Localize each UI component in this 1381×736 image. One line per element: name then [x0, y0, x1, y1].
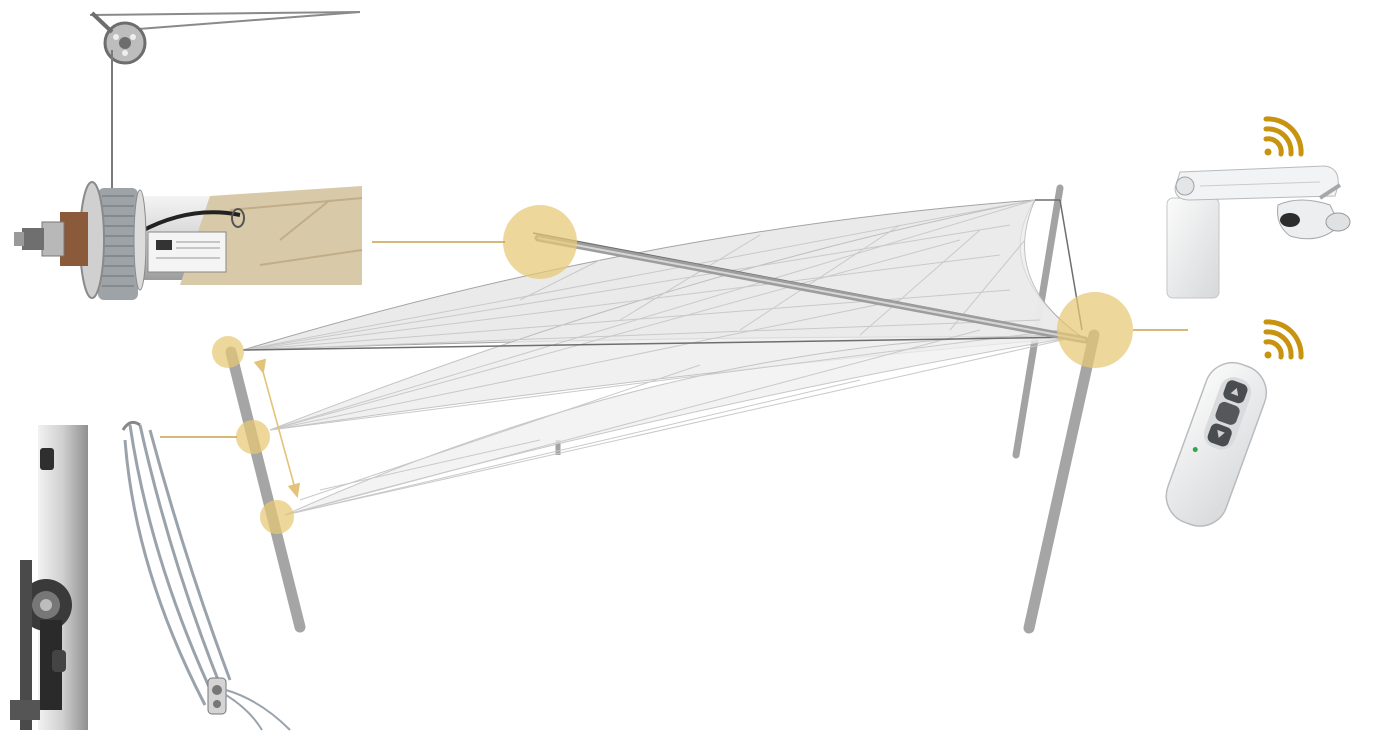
front-left-pole — [231, 352, 300, 627]
highlight-right-pole-top — [1057, 292, 1133, 368]
wireless-signal-icon-sensor — [1265, 119, 1302, 156]
handheld-remote-control — [1158, 322, 1301, 534]
highlight-left-pole-top — [212, 336, 244, 368]
wireless-signal-icon-remote — [1265, 322, 1302, 359]
mast-rope-winch-photo — [10, 422, 290, 730]
tube-motor-winch-photo — [14, 12, 362, 300]
wind-sun-sensor-device — [1167, 119, 1350, 298]
highlight-left-pole-low — [260, 500, 294, 534]
highlight-left-pole-mid — [236, 420, 270, 454]
highlight-boom-end — [503, 205, 577, 279]
front-right-pole — [1029, 335, 1094, 628]
